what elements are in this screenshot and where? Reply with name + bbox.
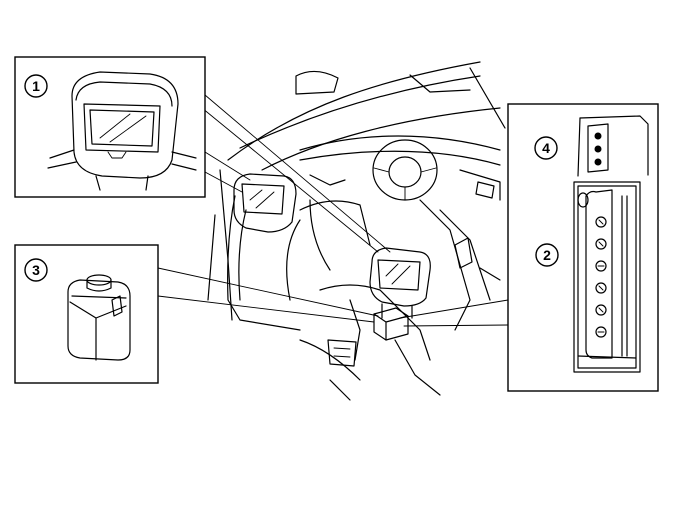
leader-lines [157, 94, 509, 327]
control-button-1 [595, 216, 607, 228]
right-headrest-shape [369, 247, 431, 307]
left-headrest-shape [233, 173, 297, 233]
control-button-3 [595, 260, 607, 272]
car-interior-illustration [207, 61, 506, 401]
callout-badge-2 [535, 243, 559, 267]
indicator-dot-3 [594, 158, 602, 166]
callout-label-1: 1 [32, 78, 40, 94]
callout-label-4: 4 [542, 140, 550, 156]
control-button-2 [595, 238, 607, 250]
indicator-panel-illustration [577, 115, 649, 177]
callout-label-3: 3 [32, 262, 40, 278]
control-button-5 [595, 304, 607, 316]
control-button-6 [595, 326, 607, 338]
callout-box-1: 1 [14, 56, 206, 198]
indicator-dot-2 [594, 145, 602, 153]
callout-label-2: 2 [543, 247, 551, 263]
callout-badge-3 [24, 258, 48, 282]
headrest-screen-illustration [47, 71, 197, 191]
callout-box-2-4: 4 2 [507, 103, 659, 392]
control-button-4 [595, 282, 607, 294]
battery-unit-illustration [67, 274, 131, 361]
callout-badge-4 [534, 136, 558, 160]
callout-badge-1 [24, 74, 48, 98]
indicator-dot-1 [594, 132, 602, 140]
control-unit-illustration [573, 181, 641, 373]
mirror-shape [295, 70, 339, 95]
callout-box-3: 3 [14, 244, 159, 384]
